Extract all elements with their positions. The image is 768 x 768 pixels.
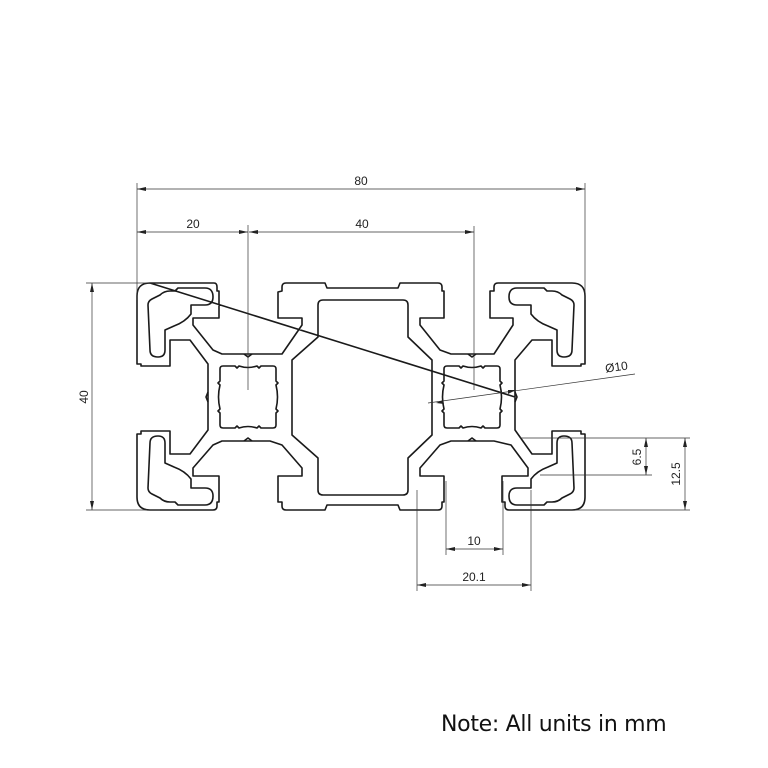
left-bottom-cavity	[147, 435, 214, 506]
dim-slot-pitch-left: 20	[186, 217, 200, 231]
left-top-cavity	[147, 287, 214, 358]
dim-slot-width: 20.1	[462, 570, 486, 584]
dim-overall-width: 80	[354, 174, 368, 188]
right-top-cavity	[508, 287, 575, 358]
extrusion-profile	[136, 282, 586, 511]
dim-overall-height: 40	[77, 390, 91, 404]
dimension-lines	[86, 183, 690, 591]
left-node-bore	[217, 365, 279, 429]
units-note: Note: All units in mm	[441, 712, 667, 737]
dim-slot-depth-inner: 6.5	[630, 448, 644, 465]
profile-left-outline	[136, 282, 586, 511]
right-node-bore	[441, 365, 503, 429]
dim-center-bore: Ø10	[604, 358, 629, 375]
dim-slot-pitch-center: 40	[355, 217, 369, 231]
center-cavity	[291, 299, 433, 496]
right-bottom-cavity	[508, 435, 575, 506]
dim-slot-depth-outer: 12.5	[669, 462, 683, 486]
dim-slot-opening: 10	[467, 534, 481, 548]
